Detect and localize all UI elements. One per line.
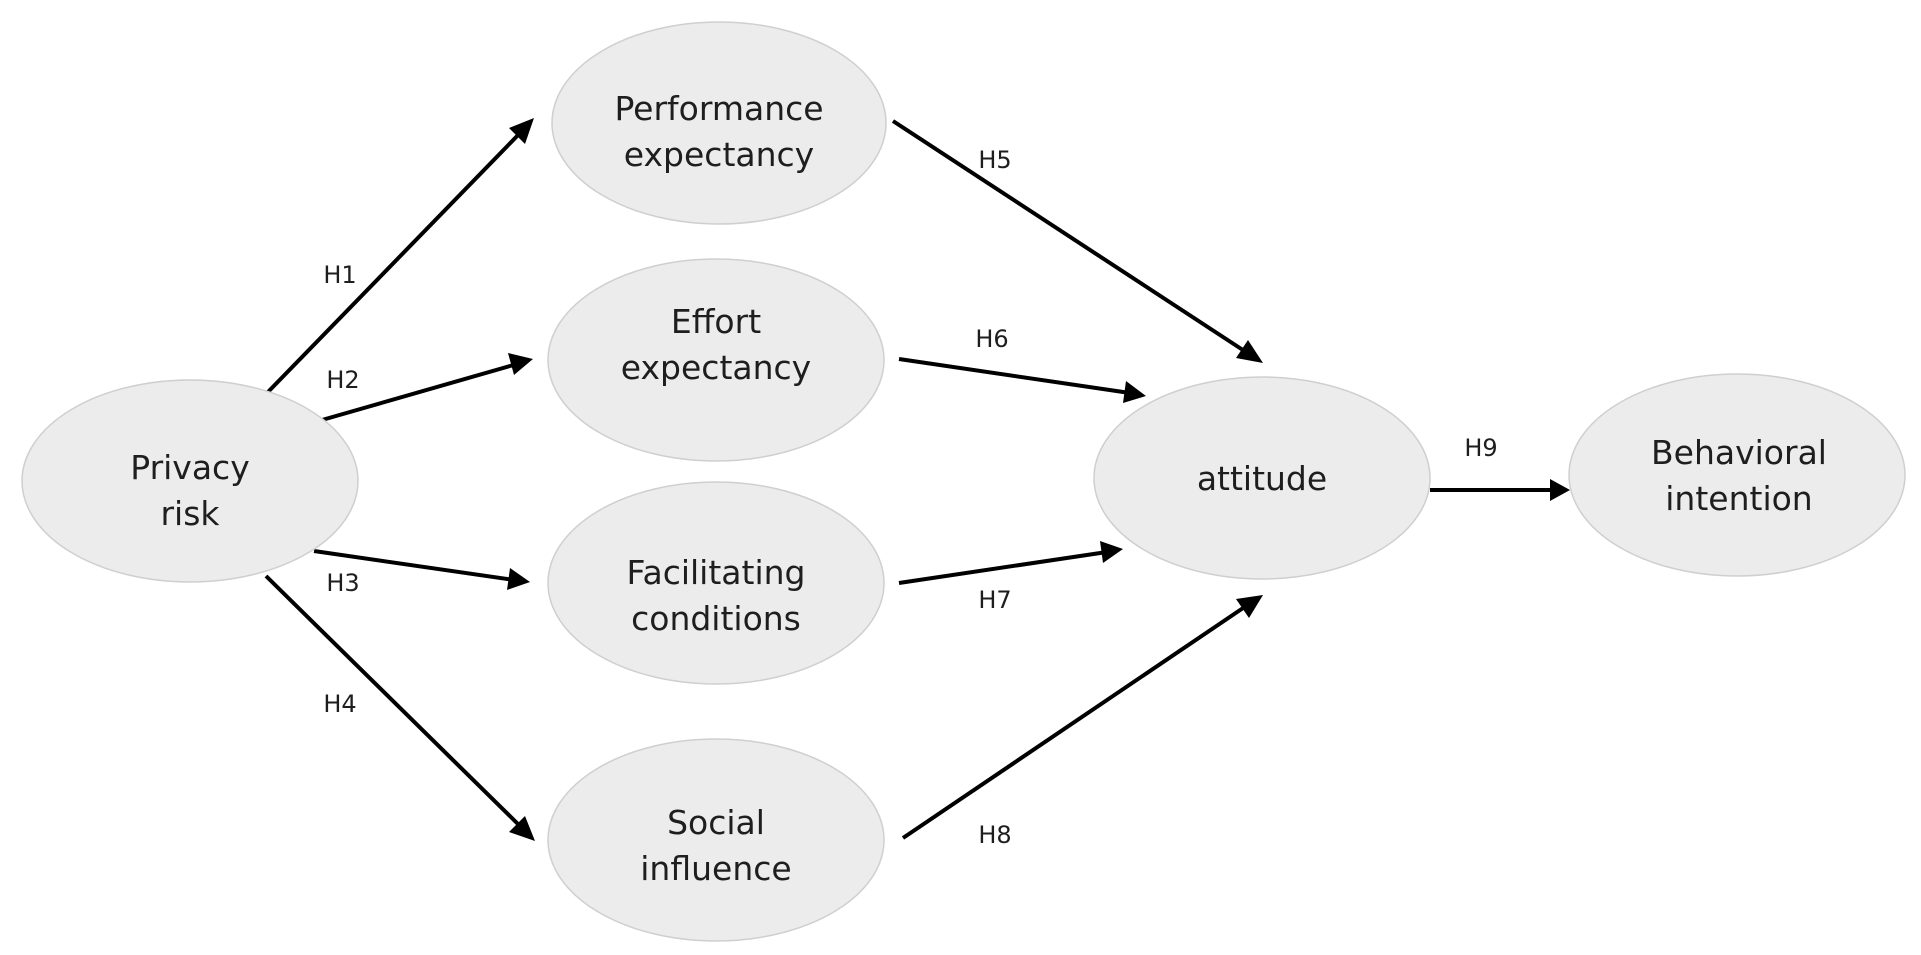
node-label-line1: Behavioral bbox=[1651, 433, 1827, 472]
edge-h9 bbox=[1430, 479, 1570, 501]
edge-h7 bbox=[898, 541, 1123, 585]
node-label-line1: Social bbox=[667, 803, 765, 842]
node-behavioral-intention: Behavioral intention bbox=[1568, 373, 1906, 577]
edge-label-h4: H4 bbox=[323, 690, 356, 718]
node-facilitating-conditions: Facilitating conditions bbox=[547, 481, 885, 685]
edge-label-h1: H1 bbox=[323, 261, 356, 289]
edge-h3 bbox=[313, 549, 530, 590]
node-label-line2: expectancy bbox=[621, 348, 811, 387]
node-performance-expectancy: Performance expectancy bbox=[551, 21, 887, 225]
node-label-line2: risk bbox=[160, 494, 220, 533]
node-label-line2: expectancy bbox=[624, 135, 814, 174]
edge-h4 bbox=[264, 574, 535, 841]
node-label-line1: Privacy bbox=[130, 448, 249, 487]
node-privacy-risk: Privacy risk bbox=[21, 379, 359, 583]
node-label-line2: influence bbox=[640, 849, 791, 888]
edge-h8 bbox=[901, 595, 1263, 840]
edge-h2 bbox=[321, 353, 533, 422]
edge-label-h2: H2 bbox=[326, 366, 359, 394]
edge-label-h6: H6 bbox=[975, 325, 1008, 353]
node-social-influence: Social influence bbox=[547, 738, 885, 942]
node-effort-expectancy: Effort expectancy bbox=[547, 258, 885, 462]
node-label-line1: Facilitating bbox=[627, 553, 806, 592]
edge-h5 bbox=[891, 119, 1263, 363]
edge-label-h7: H7 bbox=[978, 586, 1011, 614]
edge-label-h3: H3 bbox=[326, 569, 359, 597]
edge-label-h5: H5 bbox=[978, 146, 1011, 174]
node-label-line2: conditions bbox=[631, 599, 801, 638]
edge-label-h9: H9 bbox=[1464, 434, 1497, 462]
node-label-line2: intention bbox=[1665, 479, 1812, 518]
node-attitude: attitude bbox=[1093, 376, 1431, 580]
edge-h6 bbox=[898, 357, 1146, 403]
node-label-line1: Performance bbox=[614, 89, 823, 128]
node-label-line1: attitude bbox=[1197, 459, 1327, 498]
edge-h1 bbox=[265, 118, 534, 395]
edge-label-h8: H8 bbox=[978, 821, 1011, 849]
node-label-line1: Effort bbox=[671, 302, 761, 341]
